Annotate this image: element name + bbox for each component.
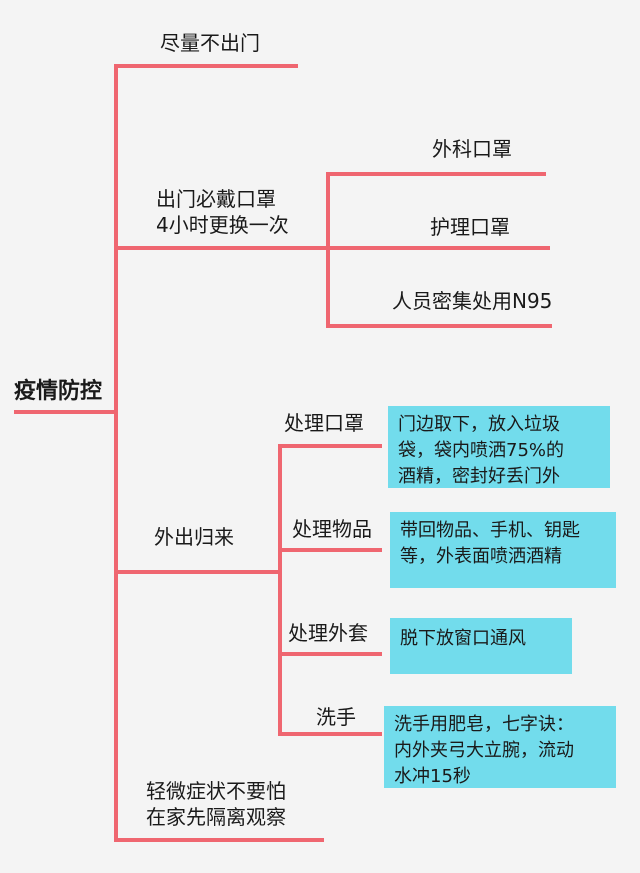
- mask-item-surgical-line: [326, 172, 546, 176]
- return-item-coat-line: [278, 652, 382, 656]
- return-item-handwash: 洗手: [316, 705, 356, 729]
- branch-return-home: 外出归来: [154, 525, 234, 549]
- branch-mask-line: [114, 246, 330, 250]
- mask-item-nursing: 护理口罩: [430, 215, 510, 239]
- root-node: 疫情防控: [14, 379, 103, 404]
- root-underline: [14, 410, 116, 414]
- branch-stay-home-line: [114, 64, 298, 68]
- note-mask: 门边取下，放入垃圾 袋，袋内喷洒75%的 酒精，密封好丢门外: [388, 406, 610, 488]
- note-handwash: 洗手用肥皂，七字诀： 内外夹弓大立腕，流动 水冲15秒: [384, 706, 616, 788]
- mask-subtrunk: [326, 172, 330, 328]
- return-item-handwash-line: [278, 732, 382, 736]
- return-item-belongings-line: [278, 548, 382, 552]
- return-item-coat: 处理外套: [288, 621, 368, 645]
- mask-item-surgical: 外科口罩: [432, 137, 512, 161]
- branch-stay-home: 尽量不出门: [160, 31, 260, 55]
- branch-mask: 出门必戴口罩 4小时更换一次: [156, 187, 289, 237]
- branch-mild-line: [114, 838, 324, 842]
- branch-return-home-line: [114, 570, 280, 574]
- return-item-mask-line: [278, 444, 382, 448]
- branch-mild: 轻微症状不要怕 在家先隔离观察: [146, 779, 286, 829]
- mask-item-n95: 人员密集处用N95: [392, 289, 553, 313]
- note-coat: 脱下放窗口通风: [390, 618, 572, 674]
- return-item-mask: 处理口罩: [284, 411, 364, 435]
- mask-item-n95-line: [326, 324, 552, 328]
- main-trunk: [114, 64, 118, 842]
- return-item-belongings: 处理物品: [292, 517, 372, 541]
- note-belongings: 带回物品、手机、钥匙 等，外表面喷洒酒精: [390, 512, 616, 588]
- mask-item-nursing-line: [326, 246, 550, 250]
- return-home-subtrunk: [278, 444, 282, 734]
